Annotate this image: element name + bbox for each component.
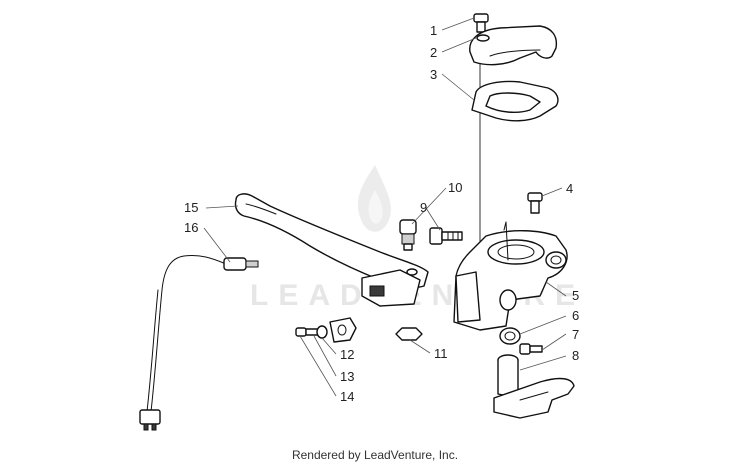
part-cover-2 — [469, 25, 558, 66]
leader-12 — [321, 337, 337, 355]
callout-3: 3 — [430, 67, 437, 82]
callout-labels: 1 2 3 4 5 6 7 8 9 10 11 12 13 14 15 16 — [184, 23, 579, 404]
callout-10: 10 — [448, 180, 462, 195]
leader-13 — [313, 335, 337, 377]
leader-1 — [441, 17, 475, 31]
part-screw-1 — [473, 13, 489, 33]
leader-2 — [441, 37, 477, 53]
leader-3 — [441, 73, 475, 101]
part-washer-6 — [499, 327, 521, 345]
part-lever-15 — [234, 193, 429, 307]
callout-11: 11 — [434, 346, 448, 361]
part-master-cylinder-5 — [453, 221, 568, 331]
callout-14: 14 — [340, 389, 354, 404]
footer-credit: Rendered by LeadVenture, Inc. — [291, 448, 459, 462]
leader-10 — [411, 187, 447, 225]
leader-15 — [205, 205, 239, 209]
flame-logo-inner-icon — [368, 190, 383, 224]
leader-7 — [541, 333, 567, 351]
callout-1: 1 — [430, 23, 437, 38]
callout-16: 16 — [184, 220, 198, 235]
callout-5: 5 — [572, 288, 579, 303]
callout-6: 6 — [572, 308, 579, 323]
part-nut-11 — [395, 327, 423, 341]
part-screw-4 — [527, 192, 543, 214]
leader-9 — [425, 207, 441, 231]
callout-12: 12 — [340, 347, 354, 362]
callout-13: 13 — [340, 369, 354, 384]
part-screw-7 — [519, 343, 543, 355]
leader-5 — [545, 281, 567, 297]
part-bracket-8 — [493, 354, 575, 419]
leader-6 — [519, 315, 567, 335]
callout-4: 4 — [566, 181, 573, 196]
leader-11 — [409, 339, 431, 354]
part-gasket-3 — [471, 80, 559, 122]
callout-2: 2 — [430, 45, 437, 60]
leader-16 — [203, 227, 231, 263]
callout-9: 9 — [420, 200, 427, 215]
callout-15: 15 — [184, 200, 198, 215]
callout-7: 7 — [572, 327, 579, 342]
leader-4 — [541, 187, 563, 197]
part-pivot-assembly — [295, 317, 357, 343]
part-switch-16 — [139, 255, 259, 431]
callout-8: 8 — [572, 348, 579, 363]
leader-14 — [299, 335, 337, 397]
leader-8 — [519, 355, 567, 371]
part-bolt-9 — [429, 227, 463, 245]
part-fitting-10 — [399, 219, 417, 251]
callout-leaders — [203, 17, 567, 397]
